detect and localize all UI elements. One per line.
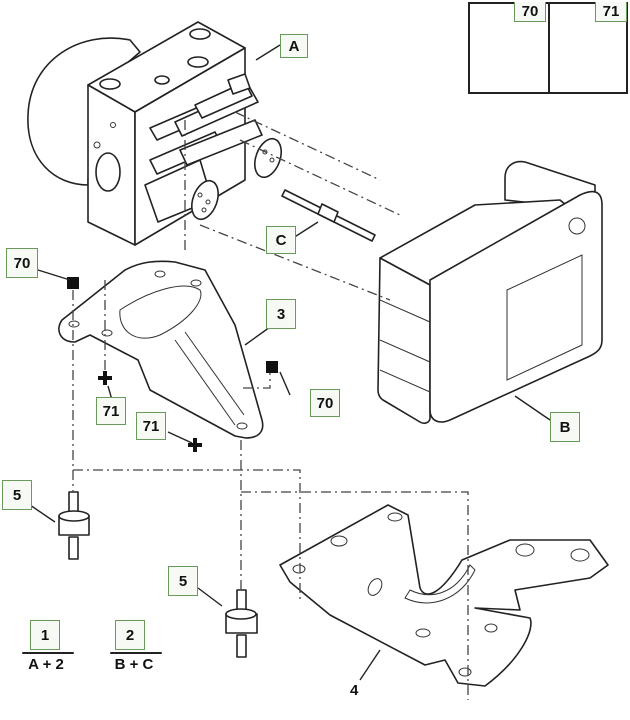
legend-number-71: 71 [595,2,627,22]
assembly-2-formula: B + C [114,656,154,673]
callout-part-5-right: 5 [168,566,198,596]
module-vent-icon [568,217,586,235]
callout-part-70-left: 70 [6,248,38,278]
callout-A: A [280,34,308,58]
callout-B: B [550,412,580,442]
assembly-axes [72,111,469,700]
upper-bracket [58,260,264,439]
lower-bracket [279,504,609,687]
nut-70-marker-right [266,361,278,373]
legend-divider [548,2,550,94]
assembly-1-formula: A + 2 [28,656,64,673]
silent-block-right [225,589,258,658]
abs-control-module [377,160,603,425]
wiring-connector [281,189,376,242]
callout-part-3: 3 [266,299,296,329]
bolt-71-marker-mid [188,438,202,452]
callout-part-71-left: 71 [96,397,126,425]
assembly-2-bar [110,652,162,654]
abs-hydraulic-unit [27,21,282,246]
callout-C: C [266,226,296,254]
callout-part-70-right: 70 [310,389,340,417]
callout-part-5-left: 5 [2,480,32,510]
leader-lines [29,44,551,681]
nut-70-marker-left [67,277,79,289]
label-part-4: 4 [350,682,359,699]
bolt-71-marker-left [98,371,112,385]
legend-number-70: 70 [514,2,546,22]
assembly-2-number: 2 [115,620,145,650]
callout-part-71-mid: 71 [136,412,166,440]
module-label-area [506,254,583,381]
silent-block-left [58,491,90,560]
assembly-1-bar [22,652,74,654]
valve-coils [144,73,282,223]
assembly-1-number: 1 [30,620,60,650]
